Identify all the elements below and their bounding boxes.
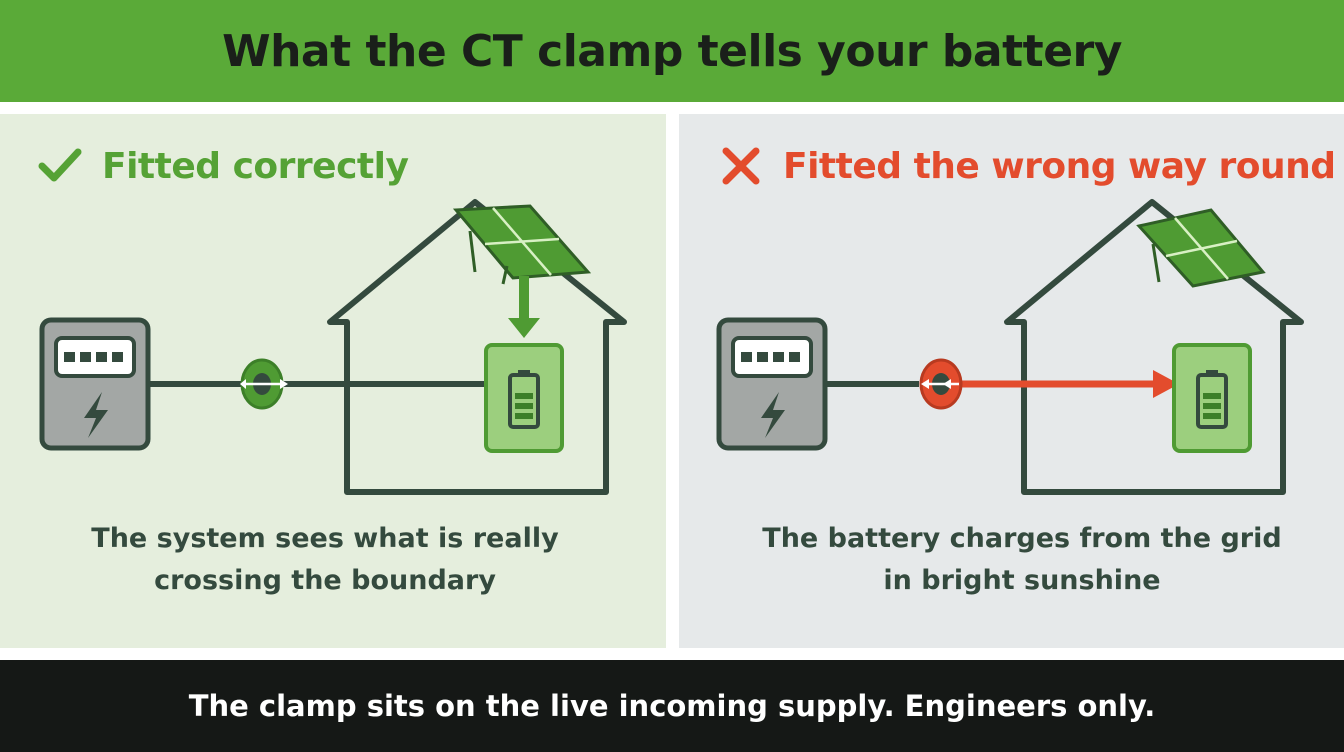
solar-to-battery-arrow — [508, 276, 540, 338]
safety-note: The clamp sits on the live incoming supp… — [188, 689, 1156, 723]
wrong-fitting-panel: Fitted the wrong way round — [679, 114, 1344, 648]
header-banner: What the CT clamp tells your battery — [0, 0, 1344, 102]
correct-caption-line-1: The system sees what is really — [91, 523, 559, 554]
cross-icon — [722, 147, 760, 185]
correct-caption: The system sees what is really crossing … — [0, 518, 658, 602]
wrong-heading-label: Fitted the wrong way round — [783, 145, 1336, 187]
footer-banner: The clamp sits on the live incoming supp… — [0, 660, 1344, 752]
correct-diagram — [39, 199, 627, 495]
correct-heading: Fitted correctly — [38, 144, 409, 188]
wrong-diagram — [716, 199, 1304, 495]
reversed-ct-clamp-icon — [919, 358, 963, 410]
check-icon — [38, 148, 82, 182]
grid-to-battery-arrow — [939, 370, 1179, 398]
correct-caption-line-2: crossing the boundary — [154, 565, 496, 596]
wrong-heading: Fitted the wrong way round — [719, 144, 1336, 188]
ct-clamp-icon — [240, 358, 288, 410]
solar-panel-icon — [452, 204, 592, 285]
solar-panel-icon — [1136, 208, 1266, 288]
page-title: What the CT clamp tells your battery — [222, 25, 1122, 77]
wrong-caption-line-2: in bright sunshine — [883, 565, 1161, 596]
battery-icon — [484, 343, 564, 453]
house-icon — [327, 199, 627, 495]
wrong-caption-line-1: The battery charges from the grid — [762, 523, 1282, 554]
electricity-meter-icon — [39, 317, 151, 451]
battery-icon — [1172, 343, 1252, 453]
correct-heading-label: Fitted correctly — [102, 145, 409, 187]
electricity-meter-icon — [716, 317, 828, 451]
wrong-caption: The battery charges from the grid in bri… — [689, 518, 1344, 602]
correct-fitting-panel: Fitted correctly — [0, 114, 666, 648]
